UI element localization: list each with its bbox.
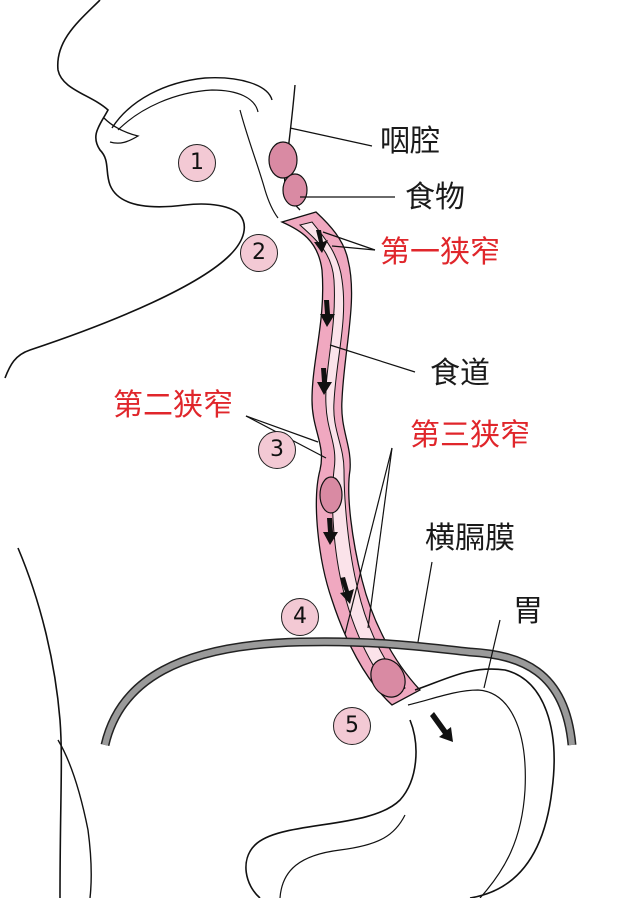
movement-arrows [314, 230, 453, 742]
label-first-narrowing: 第一狭窄 [380, 235, 500, 270]
label-pharynx: 咽腔 [380, 124, 440, 159]
nasal-cavity-outline [111, 77, 273, 129]
label-diaphragm: 横膈膜 [425, 521, 515, 556]
marker-3: 3 [258, 431, 296, 469]
leader-lines [245, 127, 501, 689]
label-third-narrowing: 第三狭窄 [410, 418, 530, 453]
stomach-outline [414, 668, 555, 898]
marker-2: 2 [240, 234, 278, 272]
arm-outline [57, 739, 93, 898]
torso-outline [17, 547, 63, 898]
lips-outline [103, 117, 140, 144]
marker-4: 4 [281, 598, 319, 636]
stomach-inner [245, 719, 417, 898]
food-bolus-lower [370, 658, 406, 698]
duodenum-outline [279, 814, 406, 898]
diaphragm-fill [102, 638, 575, 746]
label-stomach: 胃 [513, 594, 543, 629]
label-esophagus: 食道 [430, 356, 490, 391]
pharynx-front-wall [239, 109, 279, 219]
label-food: 食物 [405, 180, 465, 215]
head-profile-outline [4, 0, 246, 379]
stomach-fold [407, 689, 526, 898]
nasal-cavity-inner [117, 89, 259, 131]
marker-1: 1 [178, 144, 216, 182]
label-second-narrowing: 第二狭窄 [113, 388, 233, 423]
food-bolus-top [268, 141, 298, 179]
food-bolus-middle [319, 476, 343, 514]
marker-5: 5 [333, 707, 371, 745]
food-bolus-upper [282, 173, 308, 207]
